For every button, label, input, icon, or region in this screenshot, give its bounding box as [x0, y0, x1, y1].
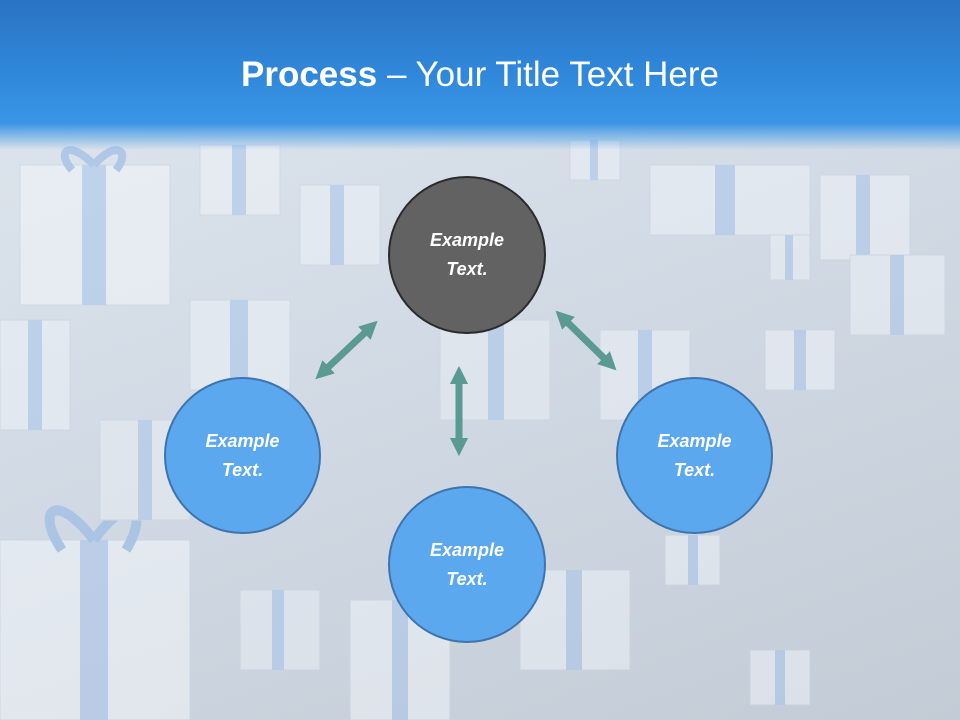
- gift-box-icon: [199, 144, 281, 216]
- node-bottom-line1: Example: [429, 539, 505, 560]
- node-top: Example Text.: [388, 176, 546, 334]
- node-right: Example Text.: [616, 377, 773, 534]
- node-top-line2: Text.: [446, 259, 488, 279]
- node-right-line2: Text.: [673, 459, 716, 480]
- gift-box-icon: [769, 234, 811, 281]
- title-bold: Process: [241, 55, 378, 94]
- node-right-line1: Example: [657, 430, 732, 451]
- gift-box-icon: [764, 329, 836, 391]
- node-left-line1: Example: [205, 430, 280, 451]
- node-left-line2: Text.: [221, 459, 264, 480]
- gift-box-icon: [239, 589, 321, 671]
- gift-box-icon: [299, 184, 381, 266]
- node-bottom: Example Text.: [388, 486, 546, 643]
- gift-box-icon: [819, 174, 911, 261]
- gift-box-icon: [649, 164, 811, 236]
- gift-box-icon: [349, 599, 451, 720]
- title-separator: –: [377, 55, 416, 94]
- gift-box-icon: [849, 254, 946, 336]
- arrow-top-left: [315, 320, 378, 380]
- title-rest: Your Title Text Here: [415, 55, 720, 94]
- gift-box-icon: [0, 319, 71, 431]
- gift-box-icon: [0, 505, 191, 720]
- arrow-top-right: [555, 310, 617, 371]
- node-left: Example Text.: [164, 377, 321, 534]
- node-top-line1: Example: [429, 230, 505, 250]
- gift-box-icon: [749, 649, 811, 706]
- slide-title: Process – Your Title Text Here: [0, 52, 960, 98]
- gift-box-icon: [19, 146, 171, 306]
- title-bar: Process – Your Title Text Here: [0, 0, 960, 150]
- gift-box-icon: [664, 534, 721, 586]
- node-bottom-line2: Text.: [446, 568, 488, 589]
